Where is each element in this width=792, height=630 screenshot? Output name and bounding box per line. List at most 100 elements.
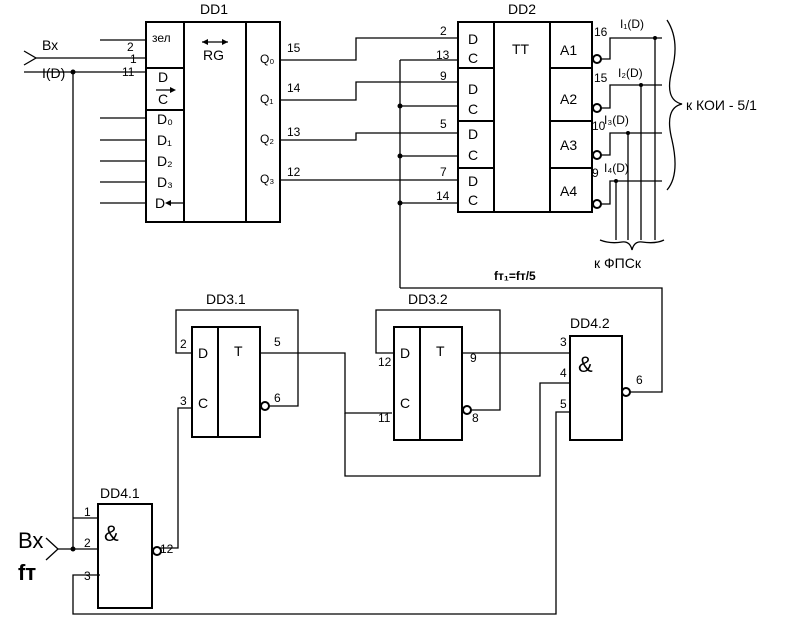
dd3-1-body [191, 326, 261, 438]
dd2-pin-9: 9 [592, 166, 599, 180]
dd3-1-chip: DD3.1 D C T 2 3 5 6 [180, 291, 281, 438]
dd1-in-d: D [158, 69, 168, 85]
dd1-arrow-left-icon [165, 200, 184, 206]
vx-bottom-label: Вх [18, 528, 43, 553]
dd4-1-pin-12: 12 [160, 542, 174, 556]
dd1-out-q2: Q₂ [260, 132, 274, 146]
dd2-pin-13: 13 [436, 48, 450, 62]
dd2-a3: A3 [560, 137, 577, 153]
dd1-title: DD1 [200, 1, 228, 17]
ft-bottom-label: fт [18, 560, 36, 585]
dd4-2-pin-5: 5 [560, 397, 567, 411]
dd2-pin-7: 7 [440, 165, 447, 179]
koi-brace [666, 19, 683, 191]
dd4-2-pin-6: 6 [636, 373, 643, 387]
dd2-pin-15: 15 [594, 71, 608, 85]
dd4-2-wires [72, 382, 570, 615]
dd3-2-chip: DD3.2 D C T 12 11 9 8 [378, 291, 479, 441]
vx-top-label: Вх [42, 37, 58, 53]
dd2-s4-d: D [468, 173, 478, 189]
dd2-a1-inverter [592, 54, 602, 64]
dd2-body [457, 21, 593, 213]
dd3-2-t: T [436, 343, 445, 359]
dd3-2-pin-9: 9 [470, 351, 477, 365]
dd2-a4-inverter [592, 199, 602, 209]
dd1-in-d0: D₀ [157, 111, 173, 127]
dd3-2-d: D [400, 345, 410, 361]
dd3-1-pin-2: 2 [180, 337, 187, 351]
dd1-pin-12: 12 [287, 165, 301, 179]
dd2-pin-2: 2 [440, 24, 447, 38]
dd1-out-q3: Q₃ [260, 172, 274, 186]
dd1-out-q1: Q₁ [260, 92, 273, 106]
dd2-clock-bus [397, 59, 663, 393]
dd4-1-pin-1: 1 [84, 505, 91, 519]
dd3-1-t: T [234, 343, 243, 359]
dd2-s3-c: C [468, 147, 478, 163]
dd3-1-pin-5: 5 [274, 335, 281, 349]
dd3-1-pin-6: 6 [274, 391, 281, 405]
dd3-2-wires [375, 309, 570, 411]
i4-label: I₄(D) [604, 161, 629, 175]
dd1-arrow-right-icon [156, 87, 176, 93]
dd2-output-wires [601, 36, 662, 240]
ft-eq-label: fт₁=fт/5 [494, 269, 536, 283]
i2-label: I₂(D) [618, 66, 643, 80]
dd3-2-title: DD3.2 [408, 291, 448, 307]
dd3-2-pin-12: 12 [378, 355, 392, 369]
dd1-pin-2: 2 [127, 40, 134, 54]
dd2-s1-d: D [468, 31, 478, 47]
dd2-pin-14: 14 [436, 189, 450, 203]
dd1-body [145, 21, 281, 223]
dd3-2-body [393, 326, 463, 441]
dd1-chip: DD1 RG зел D C D₀ D₁ D₂ D₃ D Q₀ Q₁ Q₂ Q₃ [100, 1, 301, 223]
dd3-1-c: C [198, 395, 208, 411]
dd2-s2-c: C [468, 101, 478, 117]
dd4-1-wires [45, 517, 98, 561]
dd1-in-d1: D₁ [157, 132, 172, 148]
dd1-shift-arrow-icon [202, 39, 228, 45]
i1-label: I₁(D) [620, 17, 644, 31]
dd2-pin-16: 16 [594, 25, 608, 39]
dd1-to-dd2-wires [280, 37, 458, 181]
dd4-2-inverter [621, 387, 631, 397]
id-top-label: I(D) [42, 65, 65, 81]
dd1-in-zel: зел [152, 31, 171, 45]
dd4-2-body [569, 335, 623, 441]
fps-brace [599, 239, 665, 251]
dd2-pin-9: 9 [440, 69, 447, 83]
dd3-2-pin-11: 11 [378, 411, 391, 425]
dd3-1-wires [157, 309, 392, 549]
dd1-pin-1: 1 [130, 52, 137, 66]
dd3-1-pin-3: 3 [180, 394, 187, 408]
koi-label: к КОИ - 5/1 [686, 97, 757, 113]
dd2-a1: A1 [560, 42, 577, 58]
dd4-2-title: DD4.2 [570, 315, 610, 331]
dd1-pin-13: 13 [287, 125, 301, 139]
dd2-s2-d: D [468, 81, 478, 97]
dd4-1-pin-3: 3 [84, 569, 91, 583]
dd3-1-title: DD3.1 [206, 291, 246, 307]
dd2-pin-10: 10 [592, 119, 606, 133]
dd4-2-pin-3: 3 [560, 335, 567, 349]
dd2-s4-c: C [468, 192, 478, 208]
dd2-pin-5: 5 [440, 117, 447, 131]
dd3-2-c: C [400, 395, 410, 411]
dd1-pin-15: 15 [287, 41, 301, 55]
fps-label: к ФПСк [594, 255, 642, 271]
dd4-1-and-symbol: & [104, 521, 119, 546]
dd3-2-inverter [462, 405, 472, 415]
dd1-in-dleft: D [155, 195, 165, 211]
dd1-pin-14: 14 [287, 81, 301, 95]
i3-label: I₃(D) [604, 113, 629, 127]
dd2-a4: A4 [560, 183, 577, 199]
dd2-title: DD2 [508, 1, 536, 17]
dd3-2-pin-8: 8 [472, 411, 479, 425]
dd2-a2-inverter [592, 103, 602, 113]
dd4-1-pin-2: 2 [84, 536, 91, 550]
dd2-a3-inverter [592, 150, 602, 160]
dd3-1-inverter [260, 401, 270, 411]
dd4-1-inverter [152, 546, 162, 556]
dd4-1-title: DD4.1 [100, 485, 140, 501]
